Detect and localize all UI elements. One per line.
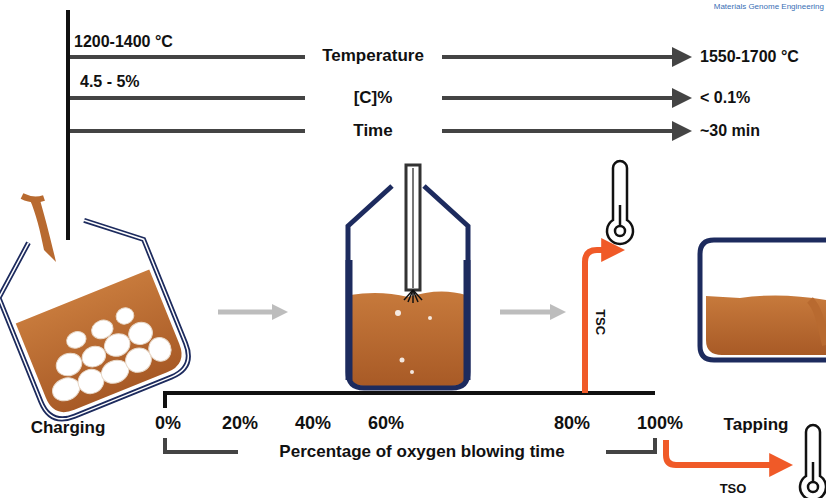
watermark: Materials Genome Engineering <box>714 3 824 12</box>
value-label: 1200-1400 °C <box>74 33 173 51</box>
measurement-label: TSC <box>593 309 607 335</box>
tapping-vessel <box>700 240 826 360</box>
tick-label: 60% <box>368 414 404 434</box>
tick-label: 20% <box>222 414 258 434</box>
axis-title: [C]% <box>354 89 393 108</box>
axis-title: Time <box>353 122 392 141</box>
axis-title: Temperature <box>322 47 424 66</box>
tso-arrow <box>666 440 786 465</box>
tick-label: 40% <box>295 414 331 434</box>
measurement-label: TSO <box>720 482 747 496</box>
timeline-lines <box>68 57 688 131</box>
stage-label: Charging <box>31 419 106 438</box>
tick-label: 80% <box>554 414 590 434</box>
value-label: 1550-1700 °C <box>700 48 799 66</box>
converter-vessel <box>348 165 468 388</box>
ladle-lip <box>22 196 44 199</box>
hot-metal-stream <box>30 200 56 262</box>
tick-label: 0% <box>155 414 181 434</box>
thermometer-icon <box>607 161 633 244</box>
value-label: < 0.1% <box>700 89 750 107</box>
charging-vessel <box>0 202 195 425</box>
axis-title: Percentage of oxygen blowing time <box>279 443 564 462</box>
stage-label: Tapping <box>724 416 789 435</box>
value-label: 4.5 - 5% <box>80 73 140 91</box>
tick-label: 100% <box>637 414 683 434</box>
thermometer-icon <box>800 425 826 498</box>
value-label: ~30 min <box>700 122 760 140</box>
tsc-arrow <box>585 250 618 393</box>
time-axis <box>66 10 70 240</box>
